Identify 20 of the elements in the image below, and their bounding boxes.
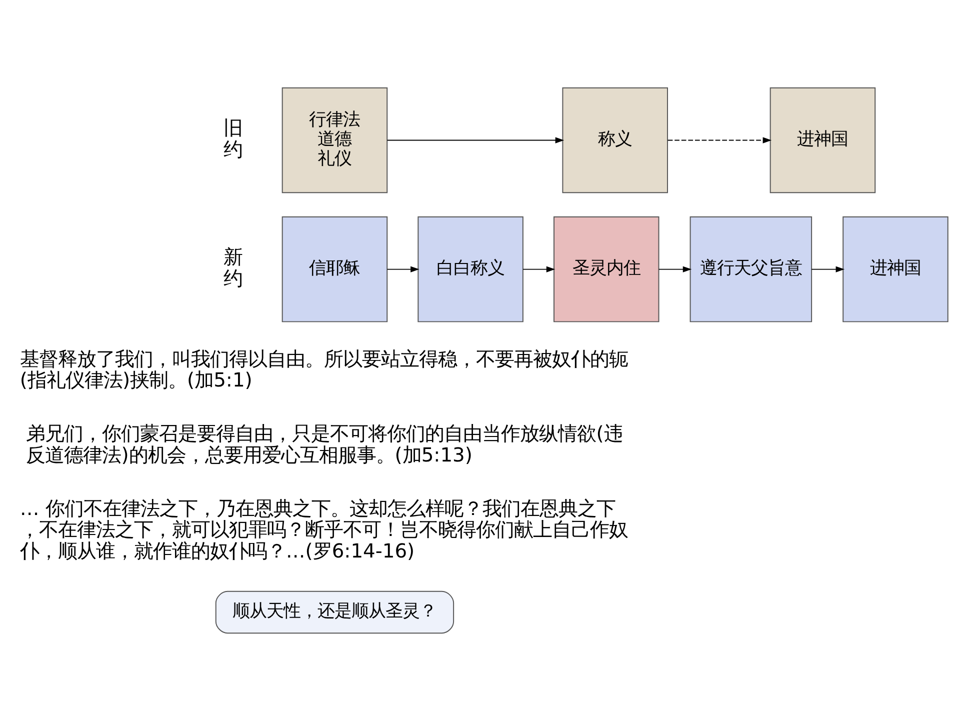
label: … 你们不在律法之下，乃在恩典之下。这却怎么样呢？我们在恩典之下，不在律法之下，就可以犯罪吗？断乎不可！岂不晓得你们献上自己作奴仆，顺从谁，就作谁的奴仆吗？…(罗6:14-16) (20, 496, 628, 562)
node-box: 进神国 (770, 86, 876, 193)
arrow (386, 136, 564, 143)
node-box: 进神国 (842, 216, 948, 322)
arrow (386, 266, 420, 272)
node-box: 圣灵内住 (554, 216, 660, 322)
arrow (658, 266, 692, 272)
label: 基督释放了我们，叫我们得以自由。所以要站立得稳，不要再被奴仆的轭(指礼仪律法)挟制。(加5:1) (20, 346, 628, 392)
node-box: 称义 (562, 86, 668, 193)
label: 新约 (223, 244, 242, 290)
arrow (667, 136, 772, 143)
arrow (522, 266, 556, 272)
node-box: 信耶稣 (282, 216, 388, 322)
label: 旧约 (223, 116, 242, 160)
arrow (811, 266, 845, 272)
node-box: 白白称义 (418, 216, 524, 322)
node-box: 遵行天父旨意 (690, 216, 812, 322)
node-box: 顺从天性，还是顺从圣灵？ (215, 590, 454, 634)
node-box: 行律法 道德 礼仪 (282, 86, 388, 193)
label: 弟兄们，你们蒙召是要得自由，只是不可将你们的自由当作放纵情欲(违反道德律法)的机会，总要用爱心互相服事。(加5:13) (26, 422, 623, 466)
